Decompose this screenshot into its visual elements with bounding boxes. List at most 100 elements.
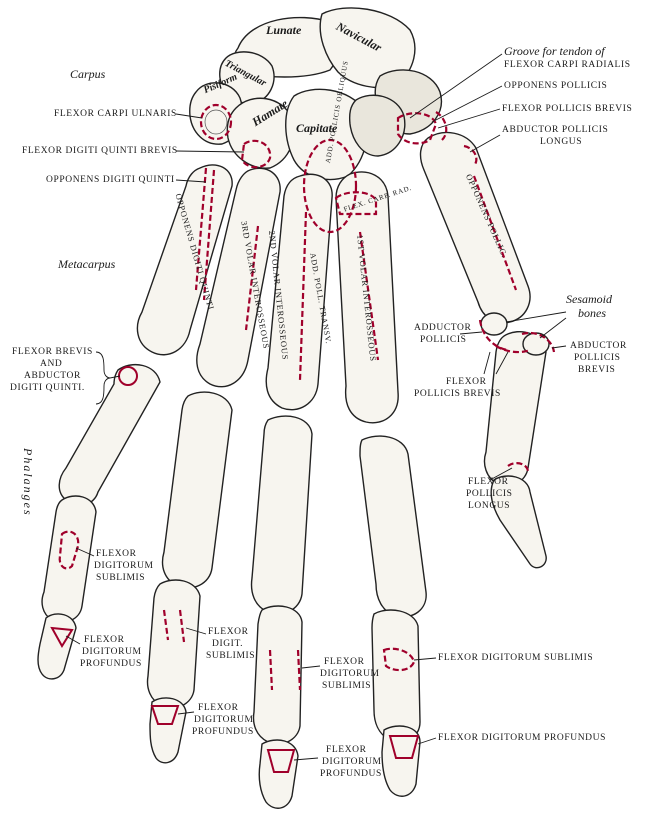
little-distal-phalanx [37,613,77,680]
label-fdp-little-line2: digitorum [82,647,142,657]
leader-abductor-pollicis-brevis [551,345,567,349]
leader-sesamoid-2 [539,317,567,339]
carpal-bones [189,7,442,181]
leader-fds-little [75,547,95,557]
label-fds-ring-line1: Flexor [208,627,249,637]
attachment-fdp-index [388,735,420,759]
leader-opponens-pollicis [431,85,503,123]
attachment-flexor-pollicis-brevis [435,111,448,141]
label-fds-ring-line3: sublimis [206,651,256,661]
region-label-metacarpus: Metacarpus [58,257,116,271]
label-fds-index: Flexor digitorum sublimis [438,653,594,663]
label-fb-abd-dq-line1: Flexor brevis [12,347,93,357]
label-adductor-pollicis-line1: Adductor [414,323,472,333]
attachment-flexor-pollicis-brevis-phalanx [495,345,531,354]
little-middle-phalanx [41,495,97,624]
leader-groove-fcr [409,53,503,119]
label-fds-little-line2: digitorum [94,561,154,571]
label-abductor-pollicis-brevis-line3: brevis [578,365,616,375]
attachment-abductor-pollicis-longus [463,144,478,167]
metacarpal-bones [136,131,531,424]
label-fds-middle-line1: Flexor [324,657,365,667]
bone-label-capitate: Capitate [296,121,338,135]
leader-sesamoid-1 [505,311,567,323]
attachment-first-volar [358,231,380,361]
fifth-metacarpal [136,164,233,356]
leader-adductor-pollicis [459,331,483,335]
attachment-fds-middle [268,649,302,691]
leader-abductor-pollicis-longus [469,134,501,153]
label-flexor-digiti-quinti-brevis: Flexor digiti quinti brevis [22,146,178,156]
thumb-distal-phalanx [490,475,547,569]
leader-flexor-pollicis-brevis-mid-2 [495,351,509,375]
attachment-opponens-pollic-shaft [472,175,518,291]
label-fdp-ring-line3: profundus [192,727,254,737]
leader-lines [65,53,567,761]
label-flexor-pollicis-brevis-mid-line2: pollicis brevis [414,389,501,399]
attachment-second-volar [298,211,308,381]
label-fdp-middle-line1: Flexor [326,745,367,755]
attachment-fdp-ring [150,705,180,725]
label-sesamoid-line1: Sesamoid [566,292,612,306]
trapezoid-bone [348,94,406,157]
region-label-phalanges: Phalanges [21,448,35,517]
bone-label-lunate: Lunate [266,23,302,37]
label-fds-middle-line3: sublimis [322,681,372,691]
label-fdp-little-line1: Flexor [84,635,125,645]
label-fds-middle-line2: digitorum [320,669,380,679]
leader-fds-middle [301,665,321,669]
label-fds-little-line1: Flexor [96,549,137,559]
index-proximal-phalanx [359,435,427,618]
label-fdp-ring-line1: Flexor [198,703,239,713]
muscle-attachments [50,103,556,773]
leader-fds-index [413,657,437,661]
attachment-flexor-digiti-quinti-brevis [240,139,272,169]
label-groove-fcr-line1: Groove for tendon of [504,44,605,58]
sesamoid-bone-1 [480,312,508,336]
label-flexor-pollicis-longus-line1: Flexor [468,477,509,487]
first-metacarpal [419,131,531,324]
label-opponens-pollicis: Opponens pollicis [504,81,608,91]
label-flexor-carpi-ulnaris: Flexor carpi ulnaris [54,109,177,119]
leader-fdp-ring [177,711,195,715]
label-opponens-digiti-quinti: Opponens digiti quinti [46,175,175,185]
attachment-add-poll-obliquus [302,138,358,234]
leader-flexor-pollicis-brevis-mid-1 [483,351,491,375]
attachment-fdp-little [50,626,74,648]
label-fb-abd-dq-line2: and [40,359,63,369]
label-flexor-pollicis-longus-line2: pollicis [466,489,513,499]
leader-fds-ring [185,627,207,635]
attachment-flexor-pollicis-longus [507,462,530,473]
label-fb-abd-dq-line3: Abductor [24,371,81,381]
attachment-opponens-digiti-quinti [194,167,216,301]
label-fdp-middle-line2: digitorum [322,757,382,767]
label-fdp-little-line3: profundus [80,659,142,669]
leader-flexor-digiti-quinti-brevis [175,150,245,153]
third-metacarpal [265,173,333,411]
label-fdp-index: Flexor digitorum profundus [438,733,606,743]
attachment-fds-ring [162,609,186,643]
label-abductor-pollicis-longus-line1: Abductor pollicis [502,125,609,135]
leader-fdp-index [417,737,437,745]
label-flexor-pollicis-brevis-mid-line1: Flexor [446,377,487,387]
leader-fdp-little [65,635,81,645]
label-abductor-pollicis-brevis-line2: pollicis [574,353,621,363]
leader-flexor-pollicis-longus [489,467,513,481]
label-flexor-pollicis-brevis-top: Flexor pollicis brevis [502,104,633,114]
label-fdp-middle-line3: profundus [320,769,382,779]
leader-opponens-digiti-quinti [175,179,207,183]
ring-proximal-phalanx [161,391,233,589]
middle-middle-phalanx [252,605,303,745]
label-sesamoid-line2: bones [578,306,606,320]
leader-fdp-middle [293,757,319,761]
middle-proximal-phalanx [250,415,313,615]
attachment-fds-index [382,647,416,672]
pisiform-facet [204,109,228,135]
leader-fb-abd-dq [109,375,121,379]
attachment-fds-little [58,530,80,570]
region-label-carpus: Carpus [70,67,106,81]
ring-distal-phalanx [149,697,187,764]
label-fdp-ring-line2: digitorum [194,715,254,725]
leader-flexor-pollicis-brevis-top [437,108,501,129]
label-adductor-pollicis-line2: pollicis [420,335,467,345]
